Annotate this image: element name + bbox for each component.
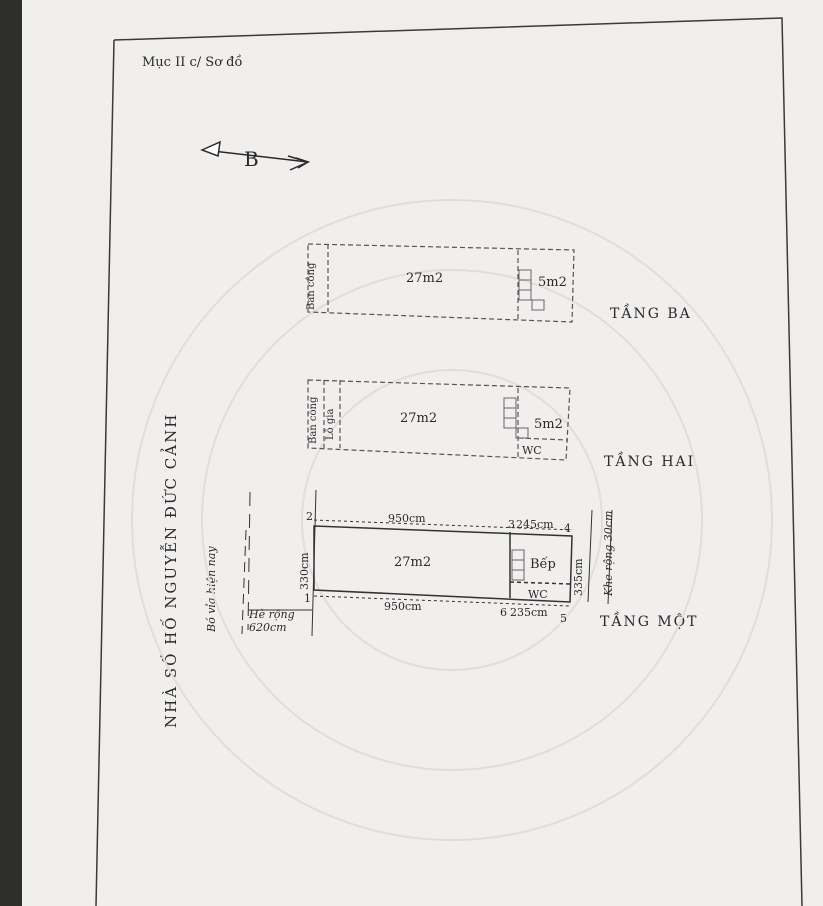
second-loggia: Lô gia (325, 409, 336, 440)
dim-bottom-right: 235cm (510, 606, 548, 619)
form-border (113, 17, 803, 906)
third-balcony: Ban công (306, 262, 317, 310)
first-wc: WC (528, 588, 548, 601)
section-header: Mục II c/ Sơ đồ (142, 55, 243, 70)
dim-bottom: 950cm (384, 600, 422, 613)
third-stair-area: 5m2 (538, 275, 567, 290)
north-label: B (244, 147, 259, 171)
floor-label-second: TẦNG HAI (604, 454, 696, 470)
dimension-lines (241, 489, 613, 637)
floor-label-first: TẦNG MỘT (600, 614, 699, 630)
point-5: 5 (560, 612, 567, 625)
point-1: 1 (304, 592, 311, 605)
first-kitchen: Bếp (530, 556, 556, 572)
point-4: 4 (564, 522, 571, 535)
dim-left: 330cm (298, 552, 311, 590)
floor-plan-drawing: B Ban công 27m2 5m2 Ban công Lô gia 27m2 (95, 17, 803, 906)
second-stair-area: 5m2 (534, 417, 563, 432)
point-3: 3 (508, 518, 515, 531)
point-2: 2 (306, 510, 313, 523)
third-floor-plan (307, 243, 575, 323)
second-balcony: Ban công (308, 396, 319, 444)
dim-top-right: 245cm (516, 518, 554, 531)
stair-icon (511, 549, 525, 581)
second-wc: WC (522, 444, 542, 457)
second-main-area: 27m2 (400, 411, 437, 426)
floor-label-third: TẦNG BA (610, 306, 692, 322)
dim-right: 335cm (572, 558, 585, 596)
third-main-area: 27m2 (406, 271, 443, 286)
document-page: Mục II c/ Sơ đồ TẦNG BA TẦNG HAI TẦNG MỘ… (22, 0, 823, 906)
stair-icon (503, 397, 529, 439)
first-main-area: 27m2 (394, 555, 431, 570)
point-6: 6 (500, 606, 507, 619)
sidewalk-width-label: Hè rộng 620cm (249, 608, 295, 634)
north-arrow-icon (200, 140, 311, 171)
dim-top: 950cm (388, 512, 426, 525)
seal-watermark (131, 199, 773, 841)
stair-icon (518, 269, 545, 311)
